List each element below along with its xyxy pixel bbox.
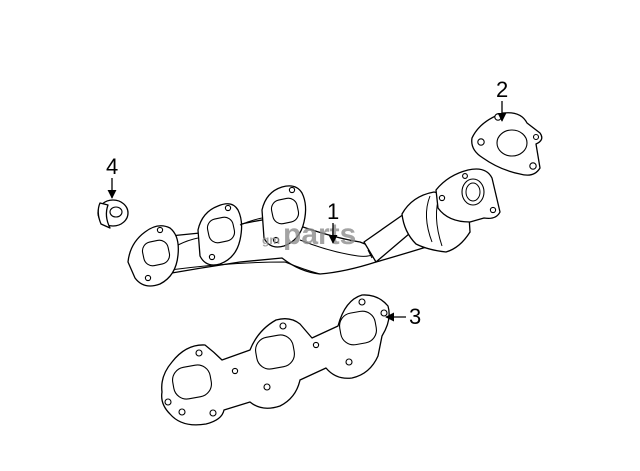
manifold-gasket[interactable] bbox=[161, 294, 390, 426]
svg-text:2: 2 bbox=[496, 77, 508, 102]
svg-text:parts: parts bbox=[283, 218, 356, 251]
watermark: gm parts bbox=[262, 218, 356, 251]
svg-text:1: 1 bbox=[327, 199, 339, 224]
callout-2: 2 bbox=[496, 77, 508, 122]
callout-1: 1 bbox=[327, 199, 339, 244]
callout-4: 4 bbox=[106, 154, 118, 199]
callout-3: 3 bbox=[385, 304, 421, 329]
svg-text:3: 3 bbox=[409, 304, 421, 329]
exhaust-manifold[interactable] bbox=[127, 168, 501, 287]
svg-text:4: 4 bbox=[106, 154, 118, 179]
svg-text:gm: gm bbox=[262, 233, 280, 247]
converter-gasket[interactable] bbox=[471, 112, 543, 176]
nut[interactable] bbox=[97, 199, 129, 229]
